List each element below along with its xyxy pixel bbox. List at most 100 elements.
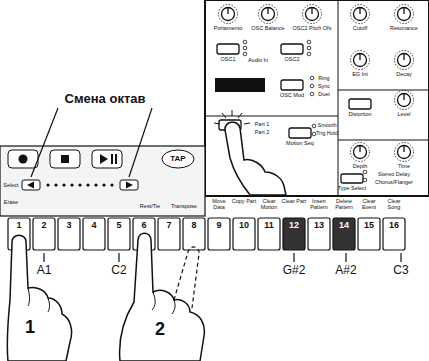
- key-number: 16: [389, 221, 399, 230]
- knob-pointer: [359, 146, 360, 152]
- keyboard-key: [358, 218, 380, 250]
- knob: [395, 143, 414, 162]
- control-label: Erase: [4, 200, 18, 206]
- control-label: Clear Song: [382, 199, 407, 211]
- knob-pointer: [359, 54, 360, 60]
- keyboard-key: [158, 218, 180, 250]
- press-sparkle: [232, 110, 233, 116]
- control-label: Copy Part: [232, 199, 257, 205]
- panel-button: [281, 44, 303, 54]
- keyboard-key: [383, 218, 405, 250]
- keyboard-key: [183, 218, 205, 250]
- panel-divider: [338, 0, 339, 196]
- tap-button: [162, 150, 194, 168]
- leader-line: [400, 253, 401, 262]
- led-indicator: [307, 40, 311, 44]
- keyboard-key: [283, 218, 305, 250]
- control-label: Type Select: [338, 186, 367, 192]
- octave-down-button: [22, 180, 40, 190]
- leader-line: [118, 253, 119, 262]
- knob: [395, 51, 414, 70]
- knob-scale: [395, 51, 414, 70]
- led-indicator: [307, 52, 311, 56]
- control-label: Audio In: [248, 58, 268, 64]
- note-name: G#2: [281, 264, 308, 276]
- keyboard-key: [58, 218, 80, 250]
- control-label: Time: [398, 164, 410, 170]
- note-name: C3: [391, 264, 410, 276]
- knob-pointer: [227, 8, 228, 14]
- control-label: EG Int: [352, 72, 368, 78]
- control-label: OSC1: [221, 57, 236, 63]
- key-number: 7: [166, 221, 171, 230]
- keyboard-key: [208, 218, 230, 250]
- leader-line: [293, 253, 294, 262]
- knob: [259, 5, 278, 24]
- keyboard-key: [33, 218, 55, 250]
- panel-divider: [338, 90, 429, 91]
- key-number: 8: [191, 221, 196, 230]
- keyboard-key: [258, 218, 280, 250]
- led-dot: [62, 183, 65, 186]
- knob-pointer: [403, 54, 404, 60]
- led-indicator: [243, 46, 247, 50]
- press-sparkle: [222, 113, 226, 118]
- knob-body: [306, 8, 319, 21]
- led-dot: [54, 183, 57, 186]
- led-dot: [110, 183, 113, 186]
- octave-up-button: [120, 180, 138, 190]
- hand-drawing: [225, 122, 286, 195]
- leader-line: [345, 253, 346, 262]
- press-sparkle: [214, 123, 220, 124]
- knob-pointer: [403, 8, 404, 14]
- control-label: Insert Pattern: [307, 199, 332, 211]
- control-label: Resonance: [390, 26, 418, 32]
- knob-body: [354, 146, 367, 159]
- led-indicator: [363, 170, 367, 174]
- keyboard-key: [108, 218, 130, 250]
- knob-pointer: [403, 146, 404, 152]
- led-indicator: [312, 132, 316, 136]
- press-sparkle: [214, 110, 250, 124]
- key-number: 12: [289, 221, 299, 230]
- led-indicator: [310, 84, 314, 88]
- hand-drawing: [120, 233, 205, 361]
- knob-pointer: [403, 94, 404, 100]
- knob-body: [398, 54, 411, 67]
- knob-scale: [351, 143, 370, 162]
- control-label: Chorus/Flanger: [375, 180, 413, 186]
- knob-scale: [259, 5, 278, 24]
- knob: [395, 91, 414, 110]
- press-sparkle: [238, 113, 242, 118]
- led-indicator: [310, 76, 314, 80]
- knob-body: [354, 54, 367, 67]
- alternate-finger: [174, 247, 199, 308]
- keyboard-key: [233, 218, 255, 250]
- key-number: 9: [216, 221, 221, 230]
- note-leaders: [44, 253, 401, 262]
- knob-scale: [351, 5, 370, 24]
- note-name: A#2: [333, 264, 358, 276]
- key-number: 15: [364, 221, 374, 230]
- control-label: Decay: [396, 72, 412, 78]
- knob-scale: [219, 5, 238, 24]
- octave-leds: [46, 183, 113, 186]
- knob-body: [262, 8, 275, 21]
- keyboard-key: [308, 218, 330, 250]
- control-label: Clear Motion: [257, 199, 282, 211]
- control-label: Delete Pattern: [332, 199, 357, 211]
- control-label: TAP: [170, 155, 185, 163]
- control-label: Part 1: [255, 122, 270, 128]
- note-name: C2: [109, 264, 128, 276]
- leader-line: [129, 108, 152, 177]
- control-label: Clear Event: [357, 199, 382, 211]
- control-label: Rest/Tie: [140, 204, 160, 210]
- hand-drawing: [28, 288, 50, 312]
- control-label: Clear Part: [282, 199, 307, 205]
- control-label: OSC Balance: [251, 26, 284, 32]
- arrow-symbol: [126, 182, 133, 189]
- record-button: [8, 150, 38, 168]
- callout-number: 1: [23, 318, 37, 336]
- knob: [351, 51, 370, 70]
